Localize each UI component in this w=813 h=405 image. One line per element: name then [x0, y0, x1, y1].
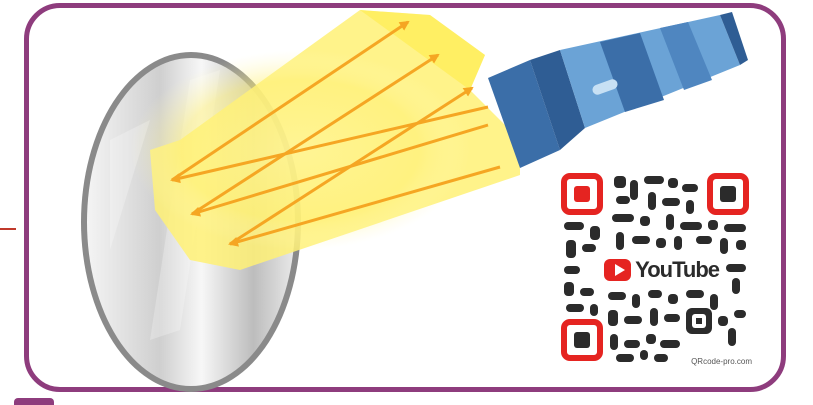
flashlight [488, 12, 748, 168]
youtube-play-icon [604, 259, 631, 281]
light-beam [130, 10, 520, 270]
qr-code[interactable]: YouTube QRcode-pro.com [556, 170, 756, 370]
youtube-label: YouTube [635, 259, 719, 281]
qr-caption: QRcode-pro.com [689, 357, 754, 366]
youtube-badge: YouTube [601, 256, 719, 284]
